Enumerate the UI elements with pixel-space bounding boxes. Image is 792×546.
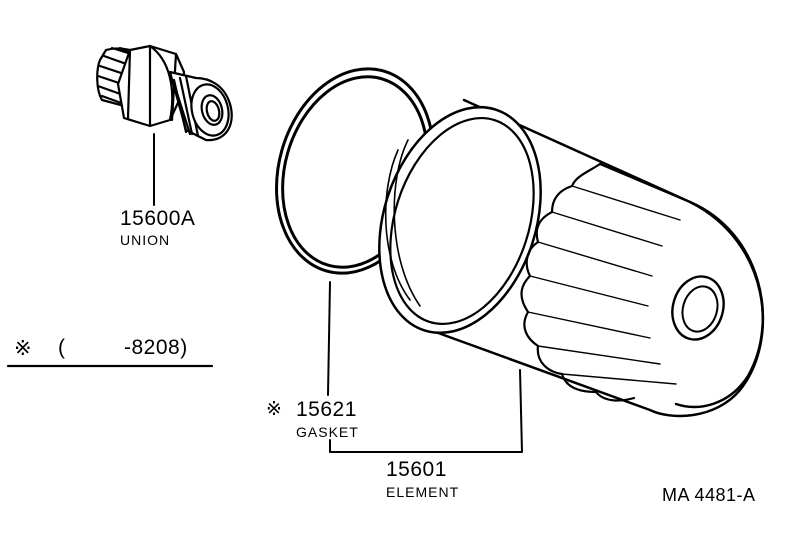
note-mark: ※ — [14, 337, 33, 360]
gasket-mark: ※ — [266, 399, 283, 420]
filter-element — [378, 98, 765, 418]
note-range: -8208) — [124, 336, 188, 359]
element-part-name: ELEMENT — [386, 484, 460, 500]
gasket-part-number: 15621 — [296, 398, 357, 421]
element-leader-line — [329, 369, 523, 453]
union-fitting — [96, 44, 233, 142]
union-part-number: 15600A — [120, 207, 196, 230]
gasket-part-name: GASKET — [296, 424, 359, 440]
union-part-name: UNION — [120, 232, 171, 248]
element-part-number: 15601 — [386, 458, 447, 481]
note-open-paren: ( — [58, 336, 66, 359]
gasket-leader-line — [327, 281, 331, 396]
diagram-code: MA 4481-A — [662, 485, 756, 505]
